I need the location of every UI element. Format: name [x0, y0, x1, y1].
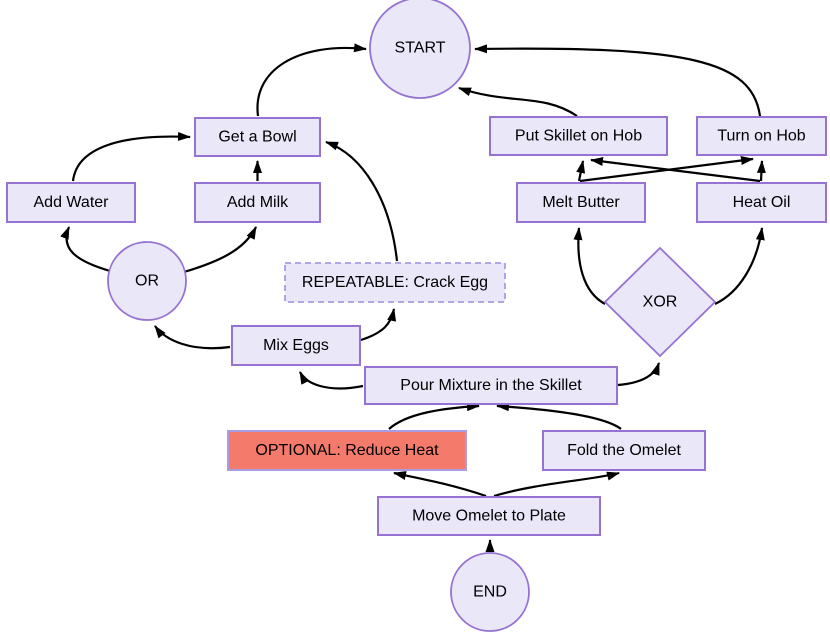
edge-crack-egg-to-get-a-bowl	[325, 140, 399, 262]
mix-eggs-box	[231, 325, 361, 366]
node-fold-omelet[interactable]: Fold the Omelet	[542, 430, 706, 471]
melt-butter-label: Melt Butter	[542, 194, 620, 211]
xor-diamond	[603, 246, 717, 358]
edge-xor-to-melt-butter	[573, 227, 606, 305]
edge-mix-eggs-to-crack-egg	[360, 308, 397, 342]
edge-get-a-bowl-to-start	[256, 43, 367, 117]
node-add-water[interactable]: Add Water	[6, 182, 136, 223]
start-circle	[369, 0, 471, 99]
edge-or-to-add-water	[60, 226, 111, 273]
node-put-skillet-on-hob[interactable]: Put Skillet on Hob	[489, 116, 668, 156]
edge-pour-mixture-to-mix-eggs	[299, 371, 364, 390]
pour-mixture-label: Pour Mixture in the Skillet	[400, 377, 582, 394]
put-skillet-on-hob-label: Put Skillet on Hob	[515, 128, 642, 145]
edge-melt-butter-to-put-skillet-on-hob	[576, 160, 586, 182]
node-end[interactable]: END	[450, 552, 530, 632]
heat-oil-box	[696, 182, 827, 223]
reduce-heat-label: OPTIONAL: Reduce Heat	[255, 442, 439, 459]
node-or[interactable]: OR	[107, 241, 187, 321]
node-mix-eggs[interactable]: Mix Eggs	[231, 325, 361, 366]
node-turn-on-hob[interactable]: Turn on Hob	[696, 116, 827, 156]
edge-reduce-heat-to-pour-mixture	[388, 402, 480, 430]
node-heat-oil[interactable]: Heat Oil	[696, 182, 827, 223]
get-a-bowl-label: Get a Bowl	[218, 129, 296, 146]
node-xor[interactable]: XOR	[603, 246, 717, 358]
end-circle	[450, 552, 530, 632]
edge-move-omelet-to-reduce-heat	[393, 471, 487, 498]
start-label: START	[395, 40, 446, 57]
end-label: END	[473, 584, 507, 601]
edge-put-skillet-on-hob-to-start	[458, 86, 578, 117]
fold-omelet-box	[542, 430, 706, 471]
crack-egg-box	[284, 262, 506, 303]
turn-on-hob-box	[696, 116, 827, 156]
or-circle	[107, 241, 187, 321]
turn-on-hob-label: Turn on Hob	[717, 128, 805, 145]
move-omelet-box	[377, 496, 601, 536]
edge-move-omelet-to-fold-omelet	[493, 471, 620, 498]
crack-egg-label: REPEATABLE: Crack Egg	[302, 274, 488, 291]
node-start[interactable]: START	[369, 0, 471, 99]
edge-or-to-add-milk	[183, 226, 257, 274]
move-omelet-label: Move Omelet to Plate	[412, 508, 566, 525]
node-get-a-bowl[interactable]: Get a Bowl	[194, 117, 321, 157]
add-water-box	[6, 182, 136, 223]
or-label: OR	[135, 273, 159, 290]
edge-xor-to-heat-oil	[714, 227, 765, 305]
edge-heat-oil-to-put-skillet-on-hob	[590, 157, 761, 183]
add-milk-label: Add Milk	[227, 194, 289, 211]
put-skillet-on-hob-box	[489, 116, 668, 156]
node-reduce-heat[interactable]: OPTIONAL: Reduce Heat	[227, 430, 467, 471]
add-milk-box	[194, 182, 321, 223]
melt-butter-box	[516, 182, 646, 223]
pour-mixture-box	[364, 366, 618, 405]
reduce-heat-box	[227, 430, 467, 471]
edge-layer	[60, 43, 766, 552]
fold-omelet-label: Fold the Omelet	[567, 442, 681, 459]
node-crack-egg[interactable]: REPEATABLE: Crack Egg	[284, 262, 506, 303]
edge-add-water-to-get-a-bowl	[71, 131, 191, 182]
node-pour-mixture[interactable]: Pour Mixture in the Skillet	[364, 366, 618, 405]
get-a-bowl-box	[194, 117, 321, 157]
edge-turn-on-hob-to-start	[474, 44, 762, 117]
node-move-omelet[interactable]: Move Omelet to Plate	[377, 496, 601, 536]
node-melt-butter[interactable]: Melt Butter	[516, 182, 646, 223]
add-water-label: Add Water	[34, 194, 110, 211]
mix-eggs-label: Mix Eggs	[263, 337, 329, 354]
edge-mix-eggs-to-or	[154, 325, 231, 350]
edge-heat-oil-to-turn-on-hob	[756, 160, 766, 182]
heat-oil-label: Heat Oil	[733, 194, 791, 211]
edge-fold-omelet-to-pour-mixture	[496, 402, 622, 430]
xor-label: XOR	[643, 294, 678, 311]
edge-pour-mixture-to-xor	[617, 362, 661, 387]
node-add-milk[interactable]: Add Milk	[194, 182, 321, 223]
